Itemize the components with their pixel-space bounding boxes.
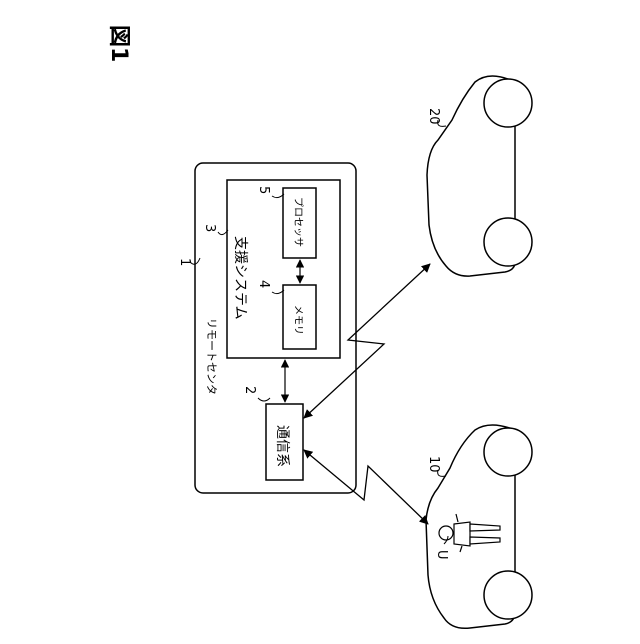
ref-2-leader [258, 398, 270, 401]
ref-4: 4 [256, 280, 271, 288]
ref-20: 20 [426, 108, 441, 125]
wireless-link-vehicle-10 [304, 450, 428, 524]
figure-title: 図1 [106, 25, 131, 62]
vehicle-20-wheel-rear [484, 218, 532, 266]
vehicle-10-wheel-front [484, 428, 532, 476]
vehicle-20 [427, 76, 532, 276]
ref-3: 3 [202, 224, 217, 232]
user-label: U [434, 550, 449, 560]
ref-4-leader [272, 290, 284, 294]
ref-1: 1 [177, 258, 192, 266]
vehicle-20-wheel-front [484, 79, 532, 127]
user-figure [439, 514, 500, 552]
ref-10: 10 [426, 456, 441, 473]
remote-center-label: リモートセンタ [205, 318, 218, 395]
ref-5-leader [272, 194, 284, 198]
processor-label: プロセッサ [292, 197, 304, 247]
communication-label: 通信系 [274, 425, 290, 467]
wireless-link-vehicle-20 [304, 264, 430, 418]
ref-5: 5 [256, 186, 271, 194]
memory-label: メモリ [292, 305, 303, 335]
support-system-label: 支援システム [232, 236, 248, 320]
vehicle-10-wheel-rear [484, 571, 532, 619]
ref-2: 2 [242, 386, 257, 394]
